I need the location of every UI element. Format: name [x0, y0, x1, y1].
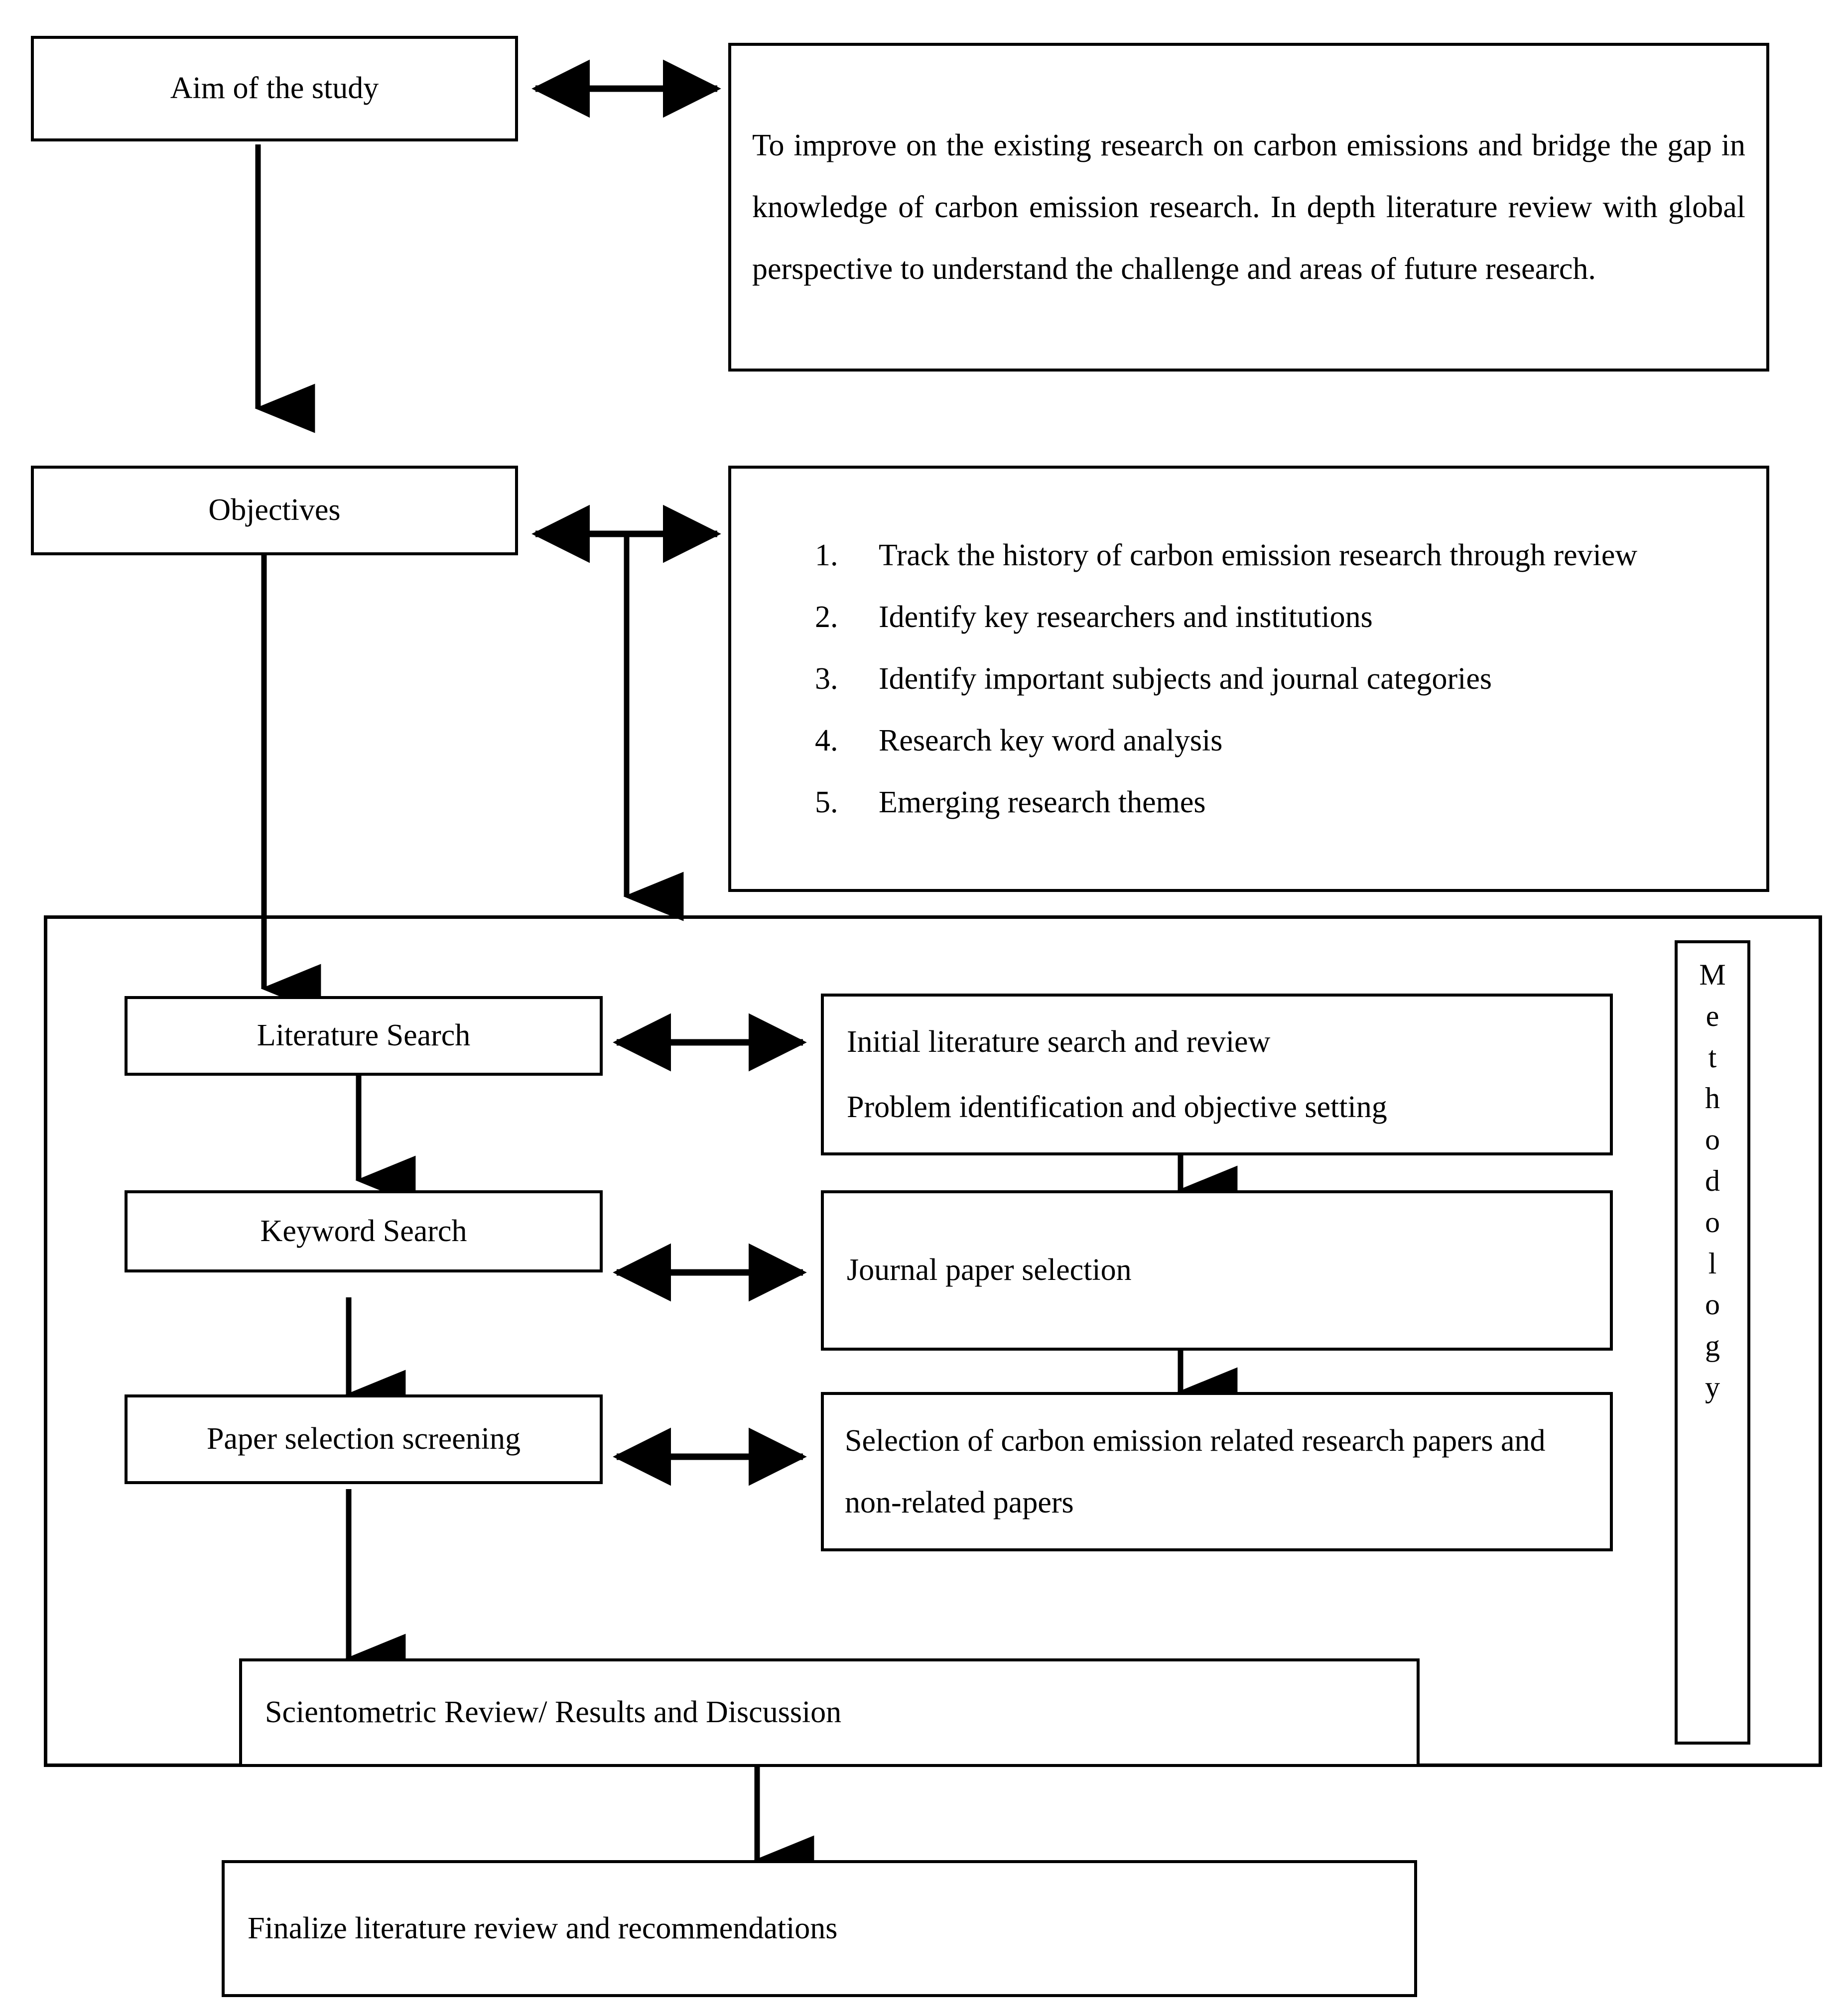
aim-of-study-box[interactable]: Aim of the study	[31, 36, 518, 141]
methodology-letter: g	[1705, 1329, 1720, 1363]
methodology-vertical-label-box[interactable]: M e t h o d o l o g y	[1675, 940, 1750, 1745]
carbon-selection-text: Selection of carbon emission related res…	[845, 1424, 1546, 1519]
methodology-letter: o	[1705, 1123, 1720, 1156]
objectives-list: Track the history of carbon emission res…	[731, 524, 1766, 833]
finalize-review-box[interactable]: Finalize literature review and recommend…	[222, 1860, 1417, 1997]
objectives-box[interactable]: Objectives	[31, 466, 518, 555]
paper-selection-screening-box[interactable]: Paper selection screening	[125, 1394, 603, 1484]
journal-paper-selection-box[interactable]: Journal paper selection	[821, 1190, 1613, 1351]
journal-paper-selection-label: Journal paper selection	[847, 1253, 1132, 1287]
carbon-selection-box[interactable]: Selection of carbon emission related res…	[821, 1392, 1613, 1551]
paper-selection-screening-label: Paper selection screening	[206, 1422, 521, 1456]
objectives-label: Objectives	[208, 493, 341, 527]
aim-description-box[interactable]: To improve on the existing research on c…	[728, 43, 1769, 372]
aim-description-text: To improve on the existing research on c…	[752, 128, 1745, 286]
objective-item: Track the history of carbon emission res…	[846, 524, 1736, 586]
finalize-review-label: Finalize literature review and recommend…	[248, 1911, 838, 1945]
methodology-letter: o	[1705, 1205, 1720, 1239]
initial-literature-search-box[interactable]: Initial literature search and review Pro…	[821, 994, 1613, 1155]
objective-item: Identify key researchers and institution…	[846, 586, 1736, 648]
objective-item: Research key word analysis	[846, 710, 1736, 771]
keyword-search-box[interactable]: Keyword Search	[125, 1190, 603, 1272]
initial-search-line-1: Initial literature search and review	[847, 1025, 1271, 1059]
methodology-letter: o	[1705, 1288, 1720, 1321]
methodology-letter: y	[1705, 1370, 1720, 1403]
methodology-letter: e	[1706, 999, 1719, 1032]
objective-item: Identify important subjects and journal …	[846, 648, 1736, 710]
methodology-letter: d	[1705, 1164, 1720, 1197]
initial-search-line-2: Problem identification and objective set…	[847, 1090, 1387, 1124]
objectives-list-box[interactable]: Track the history of carbon emission res…	[728, 466, 1769, 892]
scientometric-review-label: Scientometric Review/ Results and Discus…	[265, 1695, 842, 1730]
initial-literature-search-text: Initial literature search and review Pro…	[824, 1009, 1610, 1139]
methodology-letter: l	[1708, 1247, 1717, 1280]
objective-item: Emerging research themes	[846, 771, 1736, 833]
methodology-letter: h	[1705, 1082, 1720, 1115]
literature-search-label: Literature Search	[257, 1018, 471, 1053]
literature-search-box[interactable]: Literature Search	[125, 996, 603, 1076]
scientometric-review-box[interactable]: Scientometric Review/ Results and Discus…	[239, 1658, 1420, 1767]
methodology-letter: t	[1708, 1040, 1717, 1074]
methodology-letter: M	[1699, 958, 1726, 991]
keyword-search-label: Keyword Search	[260, 1214, 467, 1248]
aim-of-study-label: Aim of the study	[170, 71, 379, 106]
